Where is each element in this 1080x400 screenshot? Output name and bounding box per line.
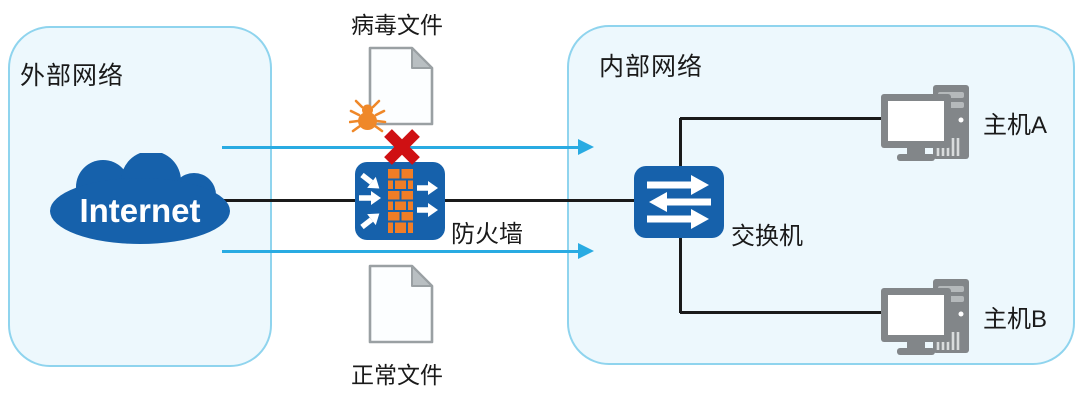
normal-file-icon xyxy=(367,263,435,345)
host-a-label: 主机A xyxy=(983,112,1048,139)
external-network-label: 外部网络 xyxy=(20,62,125,90)
blocked-x-icon xyxy=(382,127,422,167)
internal-network-label: 内部网络 xyxy=(599,53,704,81)
virus-file-label: 病毒文件 xyxy=(351,12,443,38)
internet-cloud-icon: Internet xyxy=(48,153,232,245)
virus-bug-icon xyxy=(349,99,387,133)
internet-label: Internet xyxy=(79,192,200,229)
switch-label: 交换机 xyxy=(731,223,803,250)
firewall-label: 防火墙 xyxy=(451,221,523,248)
allowed-flow-line-bottom xyxy=(222,250,578,253)
switch-to-host-a-link xyxy=(680,117,886,120)
allowed-flow-arrowhead-top xyxy=(578,139,594,155)
host-a-icon xyxy=(875,82,975,162)
allowed-flow-arrowhead-bottom xyxy=(578,243,594,259)
firewall-icon xyxy=(355,162,445,240)
switch-to-host-b-link xyxy=(680,311,886,314)
host-b-icon xyxy=(875,276,975,356)
normal-file-label: 正常文件 xyxy=(351,362,443,388)
host-b-label: 主机B xyxy=(983,306,1048,333)
switch-icon xyxy=(634,166,724,238)
